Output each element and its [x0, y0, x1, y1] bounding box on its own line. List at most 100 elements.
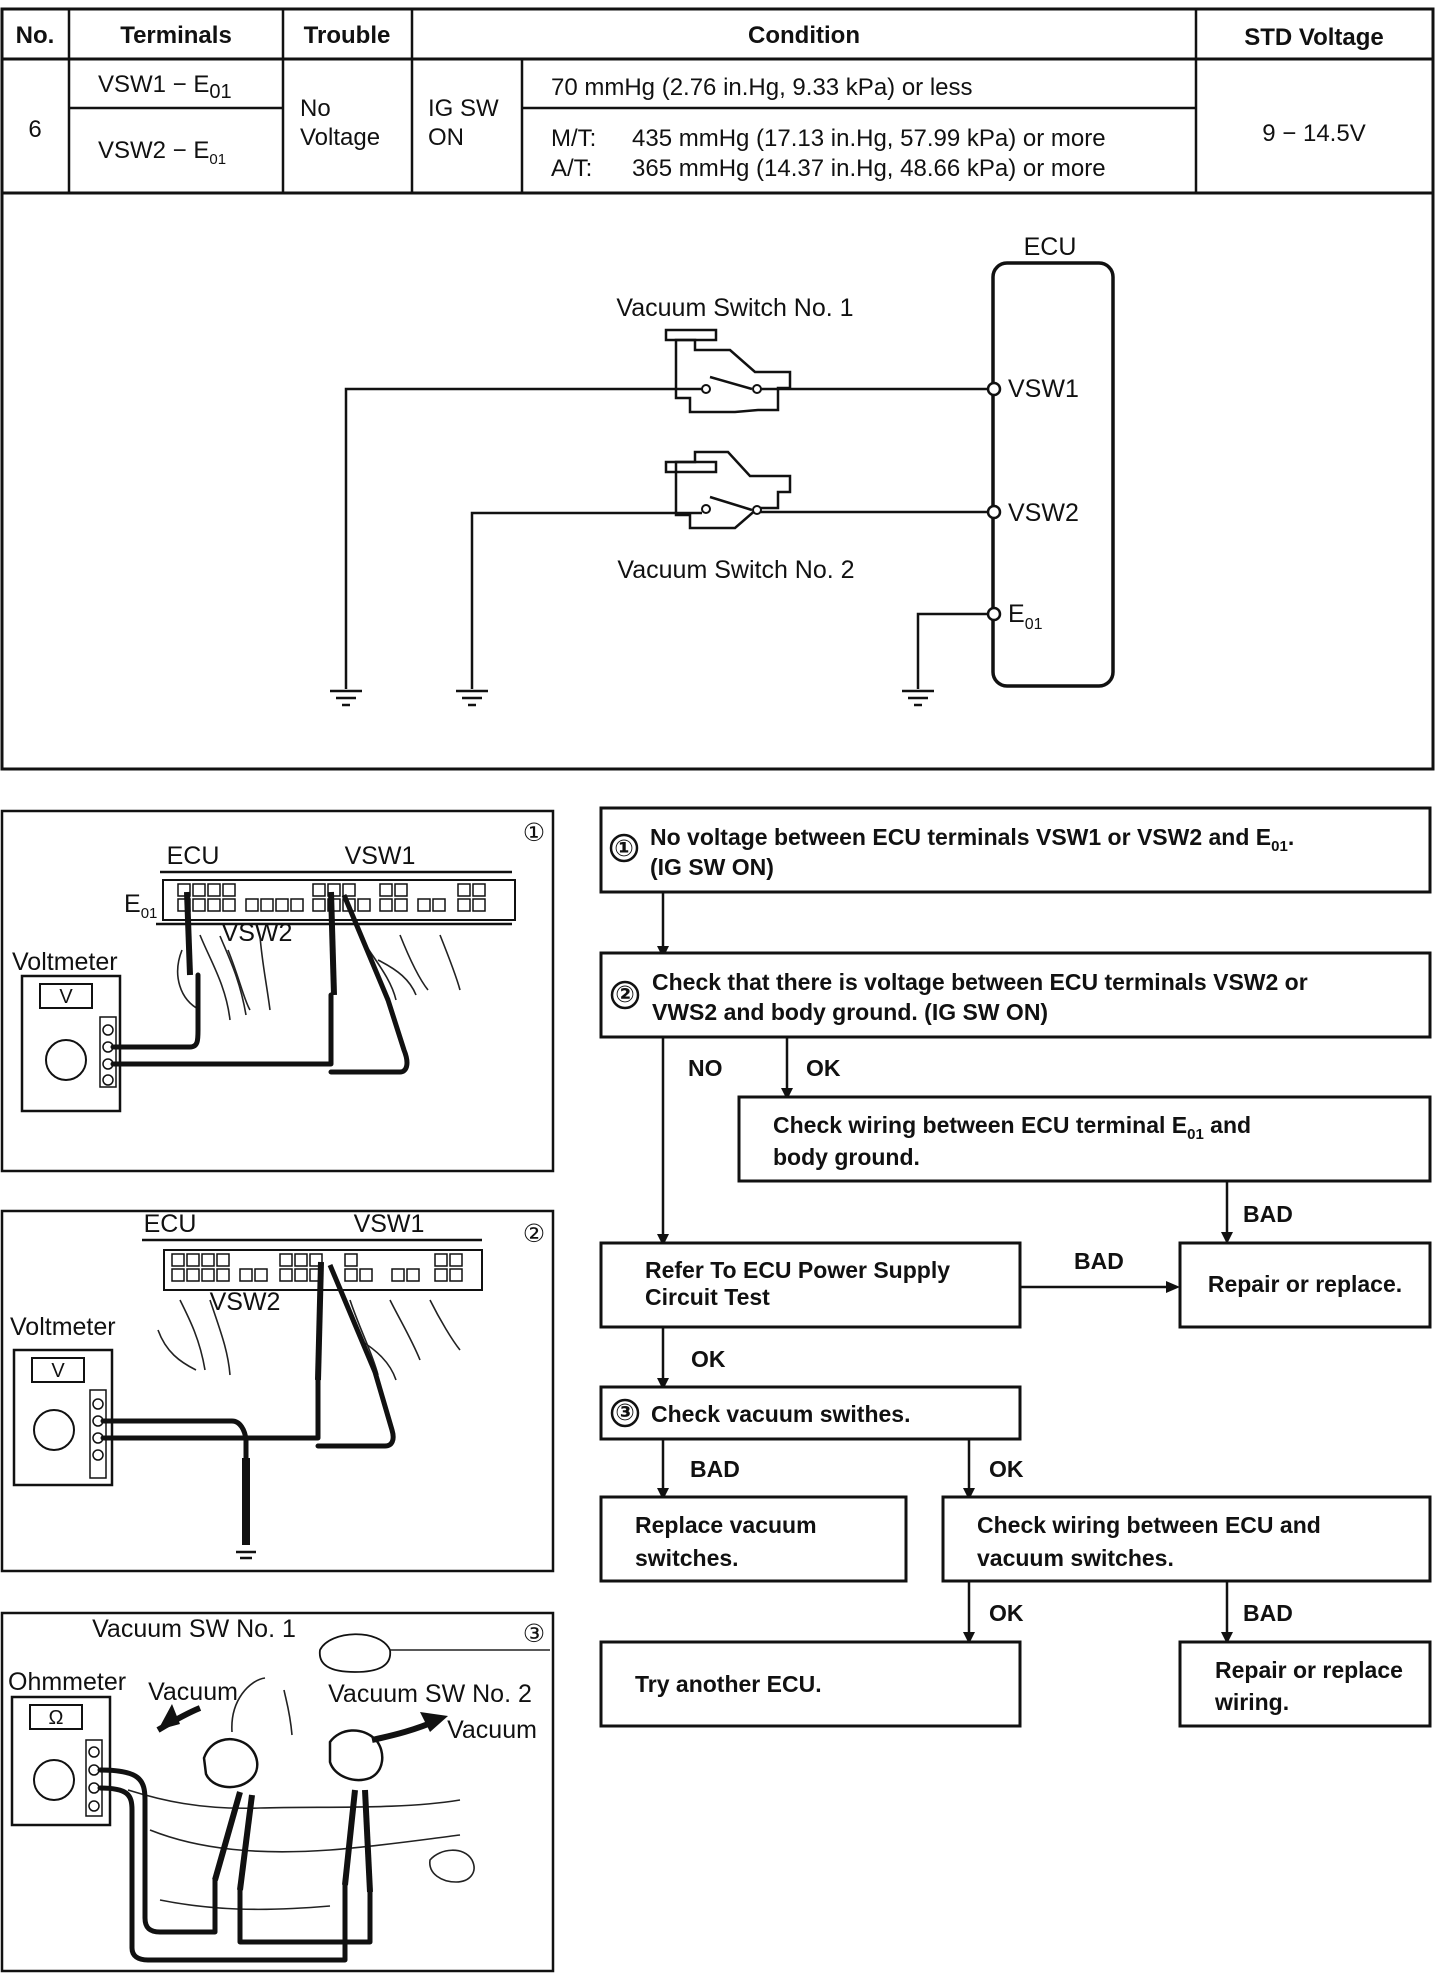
condition-at-label: A/T:	[551, 155, 592, 182]
pin-vsw1-label: VSW1	[1008, 375, 1079, 403]
flow-repair-wiring-line-2: wiring.	[1214, 1689, 1289, 1715]
switch-line-2: ON	[428, 124, 464, 151]
panel-3-number: ③	[523, 1620, 545, 1648]
flow-ok-label-2: OK	[691, 1346, 726, 1372]
switch-line-1: IG SW	[428, 95, 499, 122]
trouble-line-1: No	[300, 95, 331, 122]
ground-icon-1	[330, 689, 362, 707]
terminal-vsw2-e01: VSW2 − E01	[98, 137, 226, 168]
flow-repair-replace-text: Repair or replace.	[1208, 1271, 1402, 1297]
vacuum-switch-2-icon	[664, 450, 792, 530]
row-number: 6	[28, 116, 41, 143]
flow-try-ecu-text: Try another ECU.	[635, 1671, 822, 1697]
header-condition: Condition	[748, 22, 860, 49]
header-std-voltage: STD Voltage	[1244, 24, 1384, 51]
flow-replace-switches-line-2: switches.	[635, 1545, 739, 1571]
panel-1-meter-label: Voltmeter	[12, 948, 118, 976]
flow-bad-label-2: BAD	[1074, 1248, 1124, 1274]
test-probes-2	[100, 1261, 396, 1560]
ecu-box	[991, 261, 1115, 688]
flow-step-2-line-1: Check that there is voltage between ECU …	[652, 969, 1308, 995]
flow-check-e01-line-1: Check wiring between ECU terminal E01 an…	[773, 1112, 1251, 1143]
vacuum-switch-2-label: Vacuum Switch No. 2	[617, 556, 854, 584]
flow-step-3-number: ③	[615, 1399, 634, 1425]
flow-replace-switches-box	[599, 1495, 908, 1583]
header-trouble: Trouble	[304, 22, 391, 49]
header-terminals: Terminals	[120, 22, 232, 49]
condition-mt-label: M/T:	[551, 125, 596, 152]
ecu-connector-icon	[142, 1238, 483, 1381]
panel-1-e01-label: E01	[124, 890, 157, 922]
flow-ok-label-3: OK	[989, 1456, 1024, 1482]
flow-ok-label-4: OK	[989, 1600, 1024, 1626]
flow-step-2-line-2: VWS2 and body ground. (IG SW ON)	[652, 999, 1048, 1025]
ohmmeter-icon: Ω	[10, 1695, 112, 1827]
voltmeter-icon: V	[12, 1348, 114, 1487]
flow-step-3-text: Check vacuum swithes.	[651, 1401, 911, 1427]
flow-check-e01-box	[737, 1095, 1432, 1183]
voltmeter-icon: V	[20, 974, 122, 1113]
flow-repair-wiring-box	[1178, 1640, 1432, 1728]
illustration-panel-3: ③ Vacuum SW No. 1 Vacuum SW No. 2 Vacuum…	[0, 1611, 555, 1973]
pin-e01	[986, 606, 1002, 622]
header-no: No.	[16, 22, 55, 49]
panel-3-vacuum-sw1-label: Vacuum SW No. 1	[92, 1615, 296, 1643]
flow-power-supply-line-1: Refer To ECU Power Supply	[645, 1257, 950, 1283]
flow-step-1-number: ①	[614, 835, 633, 861]
flow-bad-label-4: BAD	[1243, 1600, 1293, 1626]
flow-step-3-box	[599, 1385, 1022, 1441]
test-probes-1	[110, 891, 410, 1075]
panel-1-ecu-label: ECU	[167, 842, 220, 870]
circuit-diagram: ECU Vacuum Switch No. 1 Vacuum Switch No…	[330, 233, 1115, 707]
ohmmeter-symbol: Ω	[49, 1707, 64, 1729]
flow-bad-label-3: BAD	[690, 1456, 740, 1482]
panel-2-ecu-label: ECU	[144, 1210, 197, 1238]
pin-e01-label: E01	[1008, 600, 1043, 633]
panel-3-vacuum-right: Vacuum	[447, 1716, 537, 1744]
flow-check-wiring-line-2: vacuum switches.	[977, 1545, 1174, 1571]
illustration-panel-1: ① ECU VSW1 VSW2 E01 Voltmeter	[0, 809, 555, 1173]
panel-2-vsw1-label: VSW1	[354, 1210, 425, 1238]
std-voltage-value: 9 − 14.5V	[1262, 120, 1365, 147]
condition-at: 365 mmHg (14.37 in.Hg, 48.66 kPa) or mor…	[632, 155, 1106, 182]
flow-repair-wiring-line-1: Repair or replace	[1215, 1657, 1403, 1683]
flow-repair-replace-box	[1178, 1241, 1432, 1329]
terminal-vsw1-e01: VSW1 − E01	[98, 71, 232, 103]
panel-1-vsw1-label: VSW1	[345, 842, 416, 870]
ecu-label: ECU	[1024, 233, 1077, 261]
vacuum-switch-1-label: Vacuum Switch No. 1	[616, 294, 853, 322]
condition-low: 70 mmHg (2.76 in.Hg, 9.33 kPa) or less	[551, 74, 973, 101]
flow-replace-switches-line-1: Replace vacuum	[635, 1512, 817, 1538]
panel-2-meter-label: Voltmeter	[10, 1313, 116, 1341]
flow-ok-label-1: OK	[806, 1055, 841, 1081]
troubleshooting-flowchart: ① No voltage between ECU terminals VSW1 …	[599, 806, 1432, 1728]
pin-vsw1	[986, 381, 1002, 397]
flow-step-1-box	[599, 806, 1432, 894]
panel-1-number: ①	[523, 819, 545, 847]
panel-3-vacuum-left: Vacuum	[148, 1678, 238, 1706]
flow-try-ecu-box	[599, 1640, 1022, 1728]
vacuum-switch-1-icon	[664, 328, 792, 414]
illustration-panel-2: ② ECU VSW1 VSW2 Voltmeter V	[0, 1209, 555, 1573]
flow-check-wiring-line-1: Check wiring between ECU and	[977, 1512, 1321, 1538]
condition-mt: 435 mmHg (17.13 in.Hg, 57.99 kPa) or mor…	[632, 125, 1106, 152]
pin-vsw2-label: VSW2	[1008, 499, 1079, 527]
voltmeter-symbol: V	[59, 986, 73, 1008]
engine-bay-illustration	[97, 1633, 550, 1963]
panel-3-meter-label: Ohmmeter	[8, 1668, 126, 1696]
flow-step-1-line-2: (IG SW ON)	[650, 854, 774, 880]
flow-step-2-box	[599, 951, 1432, 1039]
flow-bad-label-1: BAD	[1243, 1201, 1293, 1227]
ground-icon-2	[456, 689, 488, 707]
flow-power-supply-line-2: Circuit Test	[645, 1284, 770, 1310]
panel-3-vacuum-sw2-label: Vacuum SW No. 2	[328, 1680, 532, 1708]
flow-check-e01-line-2: body ground.	[773, 1144, 920, 1170]
spec-table: No. Terminals Trouble Condition STD Volt…	[0, 7, 1435, 771]
pin-vsw2	[986, 504, 1002, 520]
flow-step-1-line-1: No voltage between ECU terminals VSW1 or…	[650, 824, 1294, 855]
panel-2-number: ②	[523, 1220, 545, 1248]
flow-check-wiring-box	[941, 1495, 1432, 1583]
ground-icon-3	[902, 689, 934, 707]
panel-2-vsw2-label: VSW2	[210, 1288, 281, 1316]
